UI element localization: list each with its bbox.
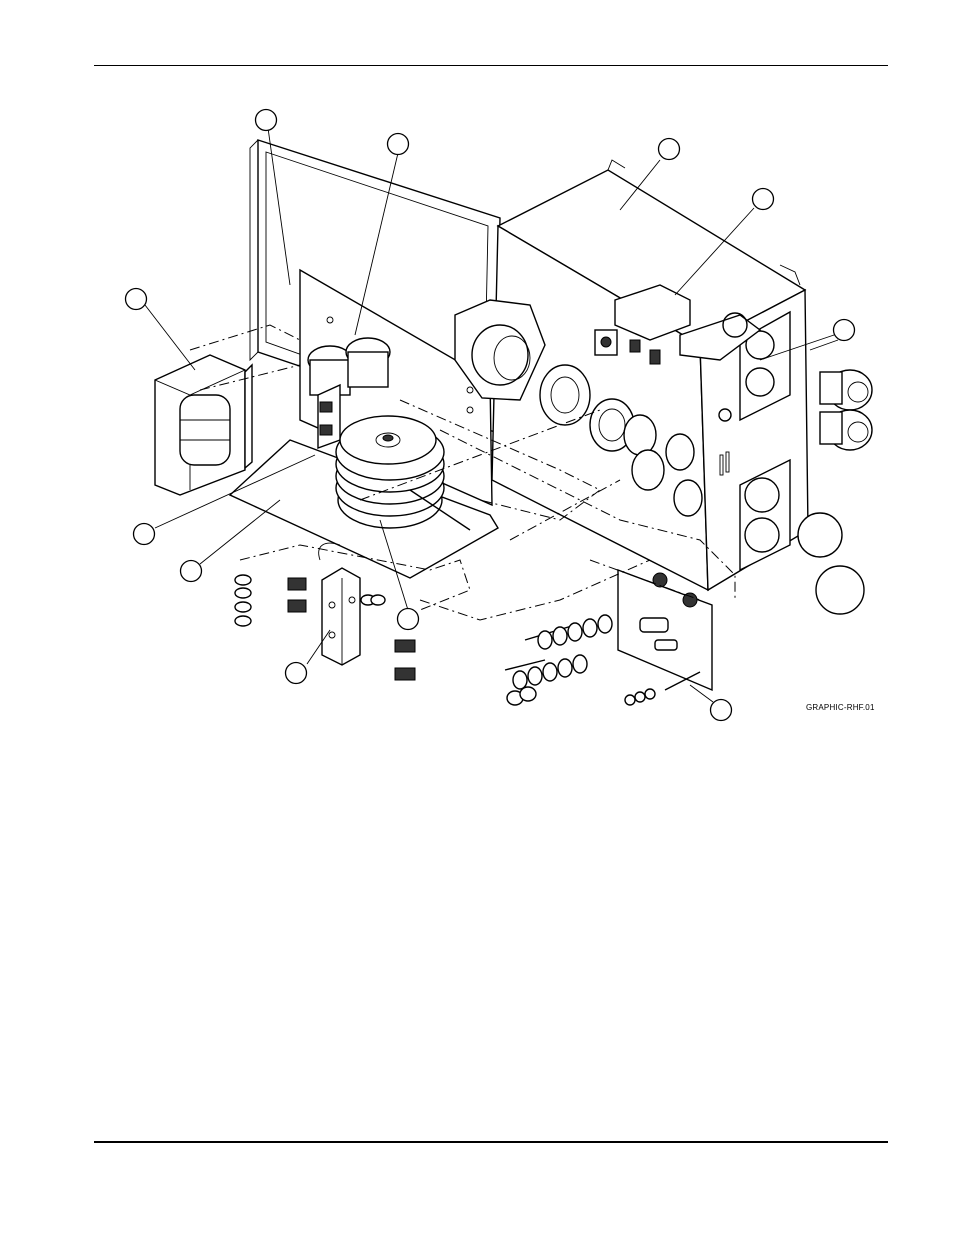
footer-rule [94,1141,888,1143]
enclosure-box [491,159,809,592]
callout-circle-8 [179,559,203,583]
callout-circle-2 [386,132,410,156]
cover-plate-connector [454,299,546,401]
graphic-id-label: GRAPHIC-RHF.01 [806,703,875,712]
hardware-stack [504,614,613,706]
contactor [594,284,762,365]
gas-manifold [318,542,361,666]
bulkhead-fittings [797,369,873,615]
callout-circle-9 [396,607,420,631]
assembly-lines [189,324,736,621]
callout-circle-6 [124,287,148,311]
callout-circle-1 [254,108,278,132]
callout-circles [124,108,856,722]
callout-circle-11 [709,698,733,722]
leader-lines [144,127,839,703]
callout-circle-3 [657,137,681,161]
header-rule [94,65,888,66]
hf-coil [335,415,471,531]
callout-circle-10 [284,661,308,685]
gas-fittings [234,574,416,681]
callout-circle-4 [751,187,775,211]
spark-gap-assembly [307,337,391,449]
bulkhead-washers [539,364,703,517]
callout-circle-5 [832,318,856,342]
callout-circle-7 [132,522,156,546]
transformer [154,354,253,496]
capacitor-board [617,568,713,706]
